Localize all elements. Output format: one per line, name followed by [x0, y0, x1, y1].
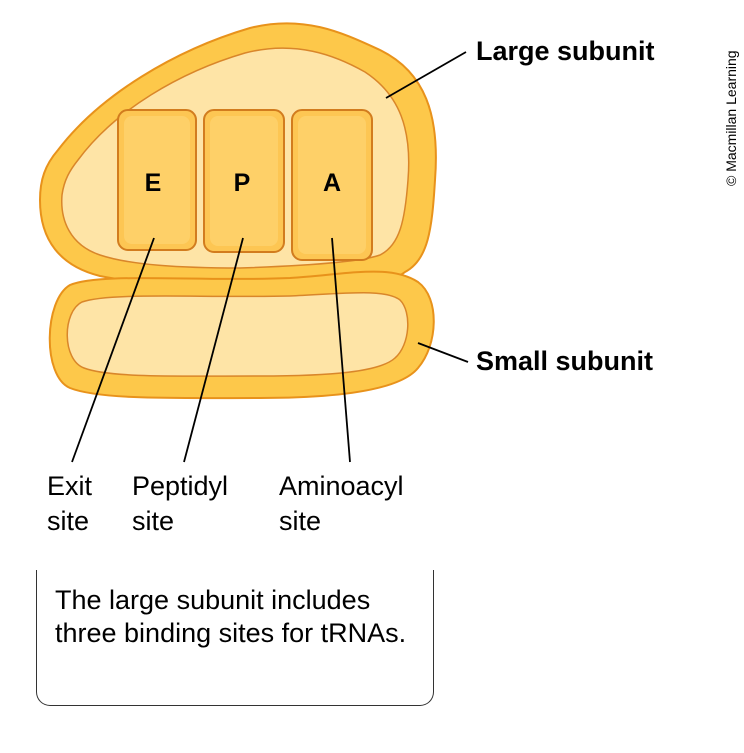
peptidyl-site-label-line2: site [132, 506, 174, 536]
aminoacyl-site-label-line2: site [279, 506, 321, 536]
small-subunit [48, 270, 435, 400]
peptidyl-site-leader [183, 237, 244, 463]
exit-site-leader [71, 237, 155, 463]
peptidyl-site-label-line1: Peptidyl [132, 471, 228, 501]
site-p: P [203, 109, 285, 253]
exit-site-label-line2: site [47, 506, 89, 536]
site-p-letter: P [234, 169, 251, 197]
aminoacyl-site-leader [331, 237, 351, 463]
copyright-text: © Macmillan Learning [723, 50, 739, 186]
site-e: E [117, 109, 197, 251]
large-subunit-leader [385, 51, 467, 99]
site-a: A [291, 109, 373, 261]
exit-site-label-line1: Exit [47, 471, 93, 501]
site-a-letter: A [323, 169, 341, 197]
large-subunit-label: Large subunit [476, 36, 655, 66]
small-subunit-label: Small subunit [476, 346, 653, 376]
site-e-letter: E [145, 169, 162, 197]
aminoacyl-site-label-line1: Aminoacyl [279, 471, 404, 501]
caption-box: The large subunit includes three binding… [36, 570, 434, 706]
small-subunit-inner [66, 291, 409, 377]
small-subunit-leader [417, 342, 469, 363]
caption-text: The large subunit includes three binding… [55, 585, 407, 648]
